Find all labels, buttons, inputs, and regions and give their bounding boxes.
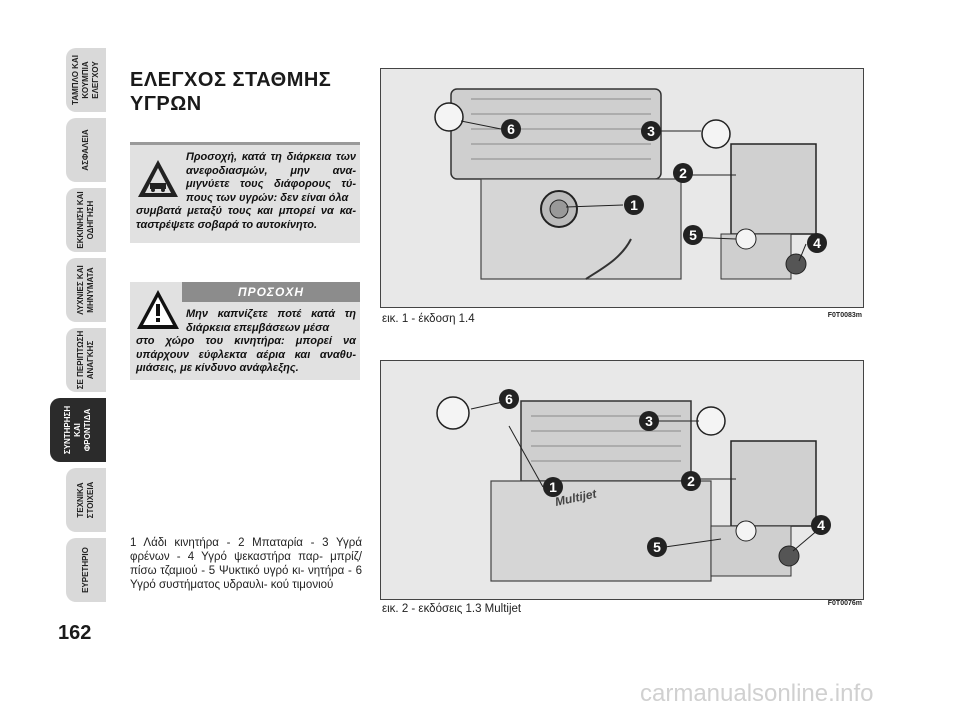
tab-maintenance-care[interactable]: ΣΥΝΤΗΡΗΣΗ ΚΑΙ ΦΡΟΝΤΙΔΑ <box>50 398 106 462</box>
caution-text-indented: Μην καπνίζετε ποτέ κατά τη διάρκεια επεμ… <box>186 308 356 334</box>
tab-label: ΕΥΡΕΤΗΡΙΟ <box>81 547 90 593</box>
tab-emergency[interactable]: ΣΕ ΠΕΡΙΠΤΩΣΗ ΑΝΑΓΚΗΣ <box>66 328 106 392</box>
callout-4: 4 <box>813 235 821 251</box>
tab-label: ΤΑΜΠΛΟ ΚΑΙ ΚΟΥΜΠΙΑ ΕΛΕΓΧΟΥ <box>71 55 100 105</box>
callout-1: 1 <box>630 197 638 213</box>
tab-technical-data[interactable]: ΤΕΧΝΙΚΑ ΣΤΟΙΧΕΙΑ <box>66 468 106 532</box>
callout-4: 4 <box>817 517 825 533</box>
figure-code: F0T0076m <box>827 600 862 607</box>
engine-bay-figure-1: 1 2 3 4 5 6 <box>380 68 864 308</box>
caution-box-smoking: ΠΡΟΣΟΧΗ Μην καπνίζετε ποτέ κατά τη διάρκ… <box>130 282 360 380</box>
chapter-sidebar: ΤΑΜΠΛΟ ΚΑΙ ΚΟΥΜΠΙΑ ΕΛΕΓΧΟΥ ΑΣΦΑΛΕΙΑ ΕΚΚΙ… <box>46 48 106 602</box>
callout-2: 2 <box>687 473 695 489</box>
caution-text-rest: στο χώρο του κινητήρα: μπορεί να υπάρχου… <box>136 335 356 374</box>
tab-label: ΤΕΧΝΙΚΑ ΣΤΟΙΧΕΙΑ <box>76 481 95 519</box>
callout-6: 6 <box>507 121 515 137</box>
exclamation-triangle-icon <box>137 290 179 329</box>
caution-text-indented: Προσοχή, κατά τη διάρκεια των ανεφοδιασμ… <box>186 151 356 204</box>
caution-text-rest: συμβατά μεταξύ τους και μπορεί να κα- τα… <box>136 205 356 231</box>
car-fluids-warning-icon <box>138 160 178 197</box>
tab-label: ΕΚΚΙΝΗΣΗ ΚΑΙ ΟΔΗΓΗΣΗ <box>76 191 95 249</box>
caution-text: Προσοχή, κατά τη διάρκεια των ανεφοδιασμ… <box>130 151 360 232</box>
tab-index[interactable]: ΕΥΡΕΤΗΡΙΟ <box>66 538 106 602</box>
callout-6: 6 <box>505 391 513 407</box>
figure-code: F0T0083m <box>827 312 862 319</box>
tab-label: ΣΕ ΠΕΡΙΠΤΩΣΗ ΑΝΑΓΚΗΣ <box>76 330 95 390</box>
page-number: 162 <box>58 622 92 644</box>
callout-3: 3 <box>647 123 655 139</box>
tab-safety[interactable]: ΑΣΦΑΛΕΙΑ <box>66 118 106 182</box>
tab-starting-driving[interactable]: ΕΚΚΙΝΗΣΗ ΚΑΙ ΟΔΗΓΗΣΗ <box>66 188 106 252</box>
callout-3: 3 <box>645 413 653 429</box>
figure-caption: εικ. 1 - έκδοση 1.4 <box>382 313 475 325</box>
tab-label: ΣΥΝΤΗΡΗΣΗ ΚΑΙ ΦΡΟΝΤΙΔΑ <box>63 405 92 455</box>
caution-text: Μην καπνίζετε ποτέ κατά τη διάρκεια επεμ… <box>130 308 360 376</box>
watermark: carmanualsonline.info <box>640 680 874 707</box>
callout-5: 5 <box>653 539 661 555</box>
engine-bay-figure-2: Multijet 1 2 3 4 5 6 <box>380 360 864 600</box>
caution-box-fluids: Προσοχή, κατά τη διάρκεια των ανεφοδιασμ… <box>130 142 360 243</box>
page-title: ΕΛΕΓΧΟΣ ΣΤΑΘΜΗΣ ΥΓΡΩΝ <box>130 69 332 115</box>
figure-caption: εικ. 2 - εκδόσεις 1.3 Multijet <box>382 603 522 615</box>
tab-label: ΛΥΧΝΙΕΣ ΚΑΙ ΜΗΝΥΜΑΤΑ <box>76 265 95 315</box>
callout-1: 1 <box>549 479 557 495</box>
tab-warning-lights[interactable]: ΛΥΧΝΙΕΣ ΚΑΙ ΜΗΝΥΜΑΤΑ <box>66 258 106 322</box>
tab-dashboard-controls[interactable]: ΤΑΜΠΛΟ ΚΑΙ ΚΟΥΜΠΙΑ ΕΛΕΓΧΟΥ <box>66 48 106 112</box>
caution-header: ΠΡΟΣΟΧΗ <box>182 282 360 302</box>
figure-legend: 1 Λάδι κινητήρα - 2 Μπαταρία - 3 Υγρά φρ… <box>130 537 362 591</box>
callout-5: 5 <box>689 227 697 243</box>
engine-bay-illustration: Multijet 1 2 3 4 5 6 <box>381 361 863 599</box>
callout-2: 2 <box>679 165 687 181</box>
tab-label: ΑΣΦΑΛΕΙΑ <box>81 129 90 171</box>
engine-bay-illustration: 1 2 3 4 5 6 <box>381 69 863 307</box>
